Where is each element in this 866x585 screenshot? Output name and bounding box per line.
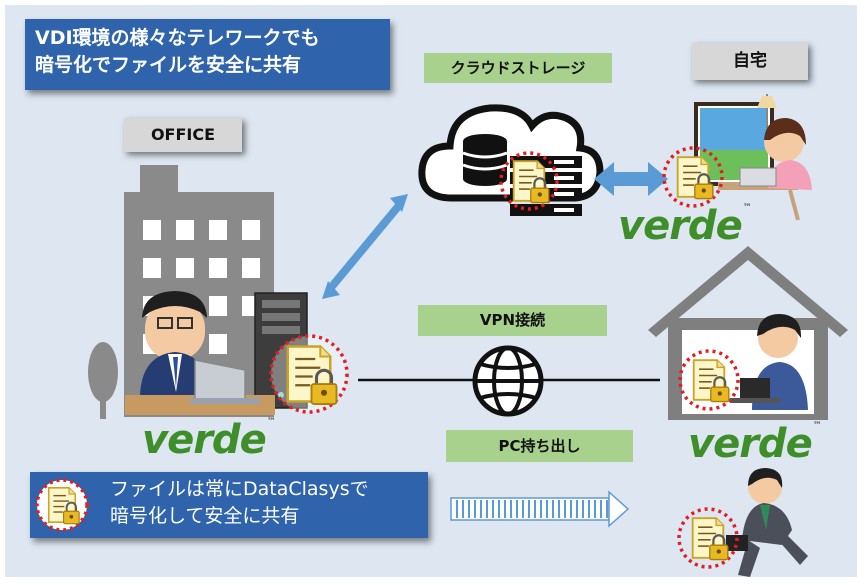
bottom-info-box: ファイルは常にDataClasysで 暗号化して安全に共有 bbox=[30, 472, 428, 538]
cloud-storage-label: クラウドストレージ bbox=[424, 53, 612, 83]
home-worker-icon bbox=[694, 94, 812, 221]
encrypted-file-icon bbox=[269, 334, 349, 414]
globe-icon bbox=[472, 345, 544, 417]
verde-logo-text: verde bbox=[142, 417, 267, 463]
cloud-storage-icon bbox=[418, 104, 604, 216]
trademark-mark: ™ bbox=[742, 203, 752, 213]
encrypted-file-icon bbox=[35, 478, 89, 532]
verde-logo-text: verde bbox=[618, 203, 743, 249]
home-label: 自宅 bbox=[692, 43, 808, 80]
trademark-mark: ™ bbox=[266, 417, 276, 427]
trademark-mark: ™ bbox=[812, 421, 822, 431]
pc-takeout-label: PC持ち出し bbox=[446, 430, 633, 462]
cloud-home-double-arrow bbox=[594, 162, 668, 196]
title-box: VDI環境の様々なテレワークでも 暗号化でファイルを安全に共有 bbox=[25, 19, 390, 90]
verde-logo-house: verde™ bbox=[688, 421, 822, 467]
encrypted-file-icon bbox=[677, 507, 739, 569]
encrypted-file-icon bbox=[499, 151, 559, 211]
verde-logo-home: verde™ bbox=[618, 203, 752, 249]
office-cloud-double-arrow bbox=[322, 194, 408, 299]
running-businessman-icon bbox=[726, 468, 808, 577]
vpn-label: VPN接続 bbox=[418, 305, 607, 336]
office-worker-icon bbox=[125, 291, 275, 415]
home-office-worker-icon bbox=[730, 314, 808, 410]
verde-logo-office: verde™ bbox=[142, 417, 276, 463]
verde-logo-text: verde bbox=[688, 421, 813, 467]
bottom-line-1: ファイルは常にDataClasysで bbox=[110, 478, 369, 500]
office-label: OFFICE bbox=[124, 118, 242, 152]
title-line-1: VDI環境の様々なテレワークでも bbox=[35, 27, 320, 49]
pc-takeout-arrow bbox=[450, 490, 630, 528]
title-line-2: 暗号化でファイルを安全に共有 bbox=[35, 54, 302, 76]
encrypted-file-icon bbox=[662, 146, 724, 208]
bottom-line-2: 暗号化して安全に共有 bbox=[110, 505, 300, 527]
encrypted-file-icon bbox=[678, 349, 740, 411]
